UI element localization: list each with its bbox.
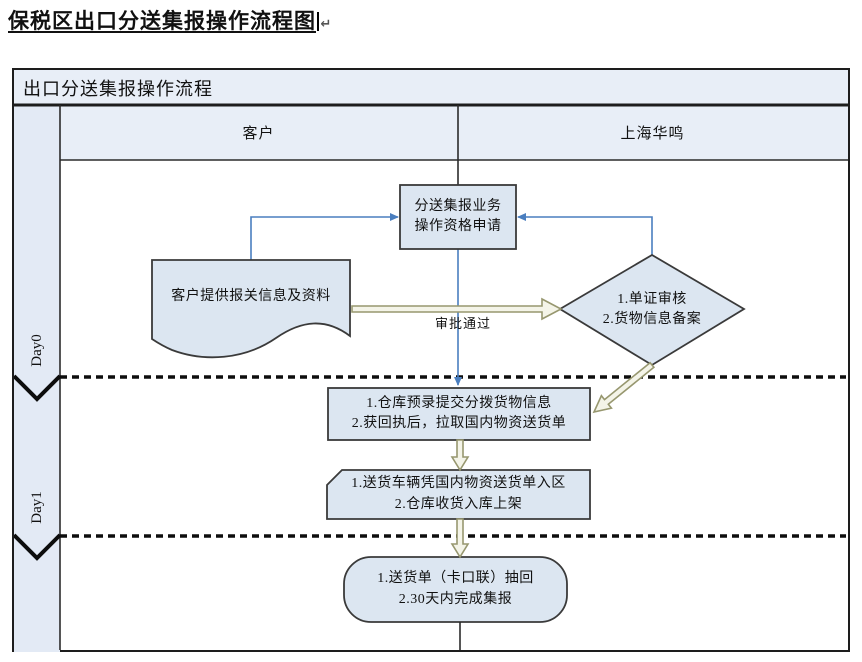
- qualification-box-shape: [399, 184, 517, 250]
- phase-day1-label: Day1: [28, 490, 45, 524]
- customer-document-node: 客户提供报关信息及资料: [171, 288, 331, 304]
- lane-header-customer: 客户: [60, 105, 457, 160]
- review-diamond-shape: [558, 253, 746, 367]
- final-report-node: 1.送货单（卡口联）抽回 2.30天内完成集报: [377, 571, 534, 607]
- document-title: 保税区出口分送集报操作流程图 ↵: [8, 5, 332, 35]
- delivery-card-shape: [326, 469, 591, 520]
- block-arrow-warehouse-to-delivery: [450, 439, 470, 472]
- block-arrow-group: [351, 297, 656, 559]
- connector-docs-to-qualification: [250, 213, 399, 260]
- day1-chevron-icon: [14, 533, 62, 561]
- day0-chevron-icon: [14, 374, 62, 402]
- block-arrow-delivery-to-final: [450, 518, 470, 559]
- block-arrow-approved: [351, 297, 563, 321]
- flowchart-title-row: 出口分送集报操作流程: [14, 70, 848, 105]
- connector-review-to-qualification: [517, 213, 653, 255]
- delivery-card-node: 1.送货车辆凭国内物资送货单入区 2.仓库收货入库上架: [351, 476, 566, 512]
- warehouse-box-node: 1.仓库预录提交分拨货物信息 2.获回执后，拉取国内物资送货单: [351, 395, 567, 431]
- day-column: [14, 105, 60, 652]
- qualification-box: 分送集报业务 操作资格申请: [414, 198, 502, 234]
- lane-company-label: 上海华鸣: [620, 126, 685, 142]
- block-arrow-review-to-warehouse: [592, 361, 656, 414]
- flowchart-title: 出口分送集报操作流程: [23, 78, 213, 99]
- customer-document-shape: [151, 259, 351, 359]
- review-diamond-node: 1.单证审核 2.货物信息备案: [602, 291, 702, 327]
- approved-edge-label: 审批通过: [434, 316, 491, 331]
- paragraph-mark-icon: ↵: [320, 17, 333, 32]
- lane-header-band: [60, 105, 848, 160]
- text-cursor: [317, 12, 319, 31]
- lane-customer-label: 客户: [242, 126, 275, 142]
- final-report-rounded-shape: [343, 556, 568, 623]
- lane-header-company: 上海华鸣: [457, 105, 848, 160]
- flowchart-canvas: [14, 103, 848, 650]
- phase-day0-label: Day0: [28, 333, 45, 367]
- document-title-text[interactable]: 保税区出口分送集报操作流程图: [8, 9, 316, 33]
- flowchart-frame: 出口分送集报操作流程 客户 上海华鸣 Day0 Day1: [12, 68, 850, 652]
